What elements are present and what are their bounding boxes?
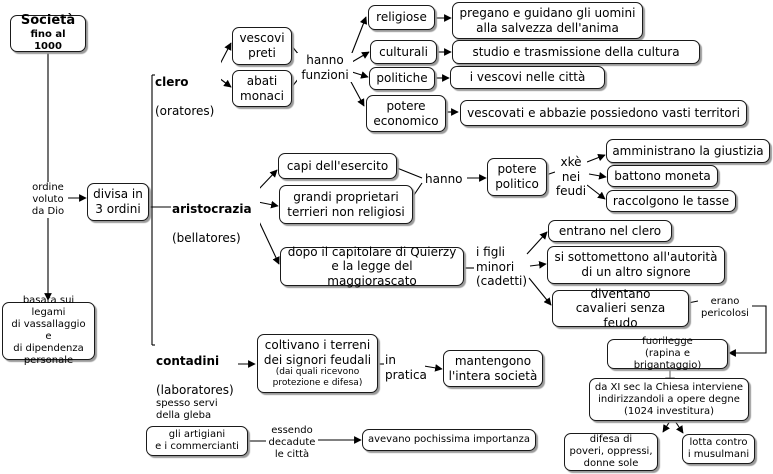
link-potere-xke [545, 171, 556, 176]
node-cavalieri: diventano cavalieri senza feudo [552, 287, 689, 330]
link-funzioni-economico [349, 79, 365, 107]
link-xke-moneta [588, 172, 607, 180]
coltivano-sub: (dai quali ricevono protezione e difesa) [272, 367, 363, 389]
link-clero-abati [218, 77, 232, 88]
node-grandi-proprietari: grandi proprietari terrieri non religios… [279, 185, 413, 224]
node-fuorilegge: fuorilegge (rapina e brigantaggio) [607, 336, 728, 371]
node-difesa: difesa di poveri, oppressi, donne sole [564, 433, 658, 471]
label-clero: clero (oratores) [155, 60, 221, 119]
aristocrazia-title: aristocrazia [172, 201, 252, 216]
link-funzioni-politiche [351, 71, 369, 79]
node-capi-esercito: capi dell'esercito [278, 153, 397, 179]
contadini-subtitle: (laboratores) [156, 382, 234, 397]
link-figli-sottomettono [529, 261, 547, 269]
node-vescovi-citta: i vescovi nelle città [450, 66, 605, 89]
node-culturali: culturali [370, 40, 437, 64]
node-entrano-clero: entrano nel clero [548, 220, 672, 242]
label-hanno-funzioni: hanno funzioni [297, 53, 353, 83]
node-vescovati: vescovati e abbazie possiedono vasti ter… [460, 100, 747, 126]
node-abati-monaci: abati monaci [232, 70, 292, 107]
node-tasse: raccolgono le tasse [606, 190, 736, 212]
node-religiose: religiose [368, 5, 435, 30]
label-in-pratica: in pratica [385, 353, 427, 383]
link-pericolosi-fuorilegge [728, 305, 767, 357]
label-essendo-decadute: essendo decadute le città [266, 425, 318, 461]
link-clero-vescovi [218, 42, 232, 67]
node-lotta: lotta contro i musulmani [682, 434, 755, 464]
node-pochissima: avevano pochissima importanza [362, 429, 536, 451]
node-coltivano: coltivano i terreni dei signori feudali … [257, 334, 378, 393]
node-societa: Società fino al 1000 [10, 13, 86, 53]
contadini-note: spesso servi della gleba [156, 397, 218, 421]
link-pratica-mantengono [423, 364, 443, 372]
link-figli-cavalieri [528, 277, 552, 306]
link-aristo-capi [257, 169, 278, 191]
societa-subtitle: fino al 1000 [30, 29, 66, 53]
link-funzioni-culturali [351, 51, 370, 63]
label-ordine-voluto: ordine voluto da Dio [28, 182, 68, 218]
contadini-title: contadini [156, 353, 220, 368]
link-xke-tasse [586, 184, 606, 200]
label-aristocrazia: aristocrazia (bellatores) [172, 187, 260, 246]
label-hanno: hanno [425, 172, 463, 187]
node-vassallaggio: basata sui legami di vassallaggio e di d… [2, 295, 95, 366]
label-xke-nei-feudi: xkè nei feudi [555, 155, 587, 199]
link-cavalieri-pericolosi [687, 300, 699, 304]
coltivano-main: coltivano i terreni dei signori feudali [263, 338, 372, 367]
node-vescovi-preti: vescovi preti [232, 27, 292, 65]
link-figli-entrano [526, 231, 548, 255]
aristocrazia-subtitle: (bellatores) [172, 230, 241, 245]
label-contadini: contadini (laboratores) spesso servi del… [156, 339, 238, 437]
link-funzioni-religiose [349, 16, 368, 59]
link-capi-hanno [396, 167, 423, 179]
node-potere-economico: potere economico [366, 95, 446, 132]
clero-subtitle: (oratores) [155, 103, 215, 118]
link-proprietari-hanno [411, 182, 423, 199]
node-politiche: politiche [369, 67, 435, 90]
node-pregano: pregano e guidano gli uomini alla salvez… [452, 2, 643, 39]
node-sottomettono: si sottomettono all'autorità di un altro… [547, 246, 725, 284]
link-chiesa-difesa [662, 420, 671, 433]
node-moneta: battono moneta [607, 165, 718, 187]
link-aristo-proprietari [257, 200, 279, 209]
node-studio: studio e trasmissione della cultura [452, 40, 700, 64]
link-xke-giustizia [586, 153, 606, 163]
societa-title: Società [20, 13, 76, 29]
node-chiesa: da XI sec la Chiesa interviene indirizza… [589, 378, 749, 421]
node-potere-politico: potere politico [487, 158, 547, 196]
label-erano-pericolosi: erano pericolosi [698, 296, 752, 320]
node-artigiani: gli artigiani e i commercianti [146, 426, 248, 456]
node-divisa-ordini: divisa in 3 ordini [87, 183, 149, 221]
clero-title: clero [155, 74, 189, 89]
node-mantengono: mantengono l'intera società [443, 350, 543, 387]
node-capitolare: dopo il capitolare di Quierzy e la legge… [280, 245, 464, 288]
label-figli-minori: i figli minori (cadetti) [476, 245, 528, 289]
link-chiesa-lotta [674, 420, 684, 434]
node-giustizia: amministrano la giustizia [606, 139, 770, 163]
